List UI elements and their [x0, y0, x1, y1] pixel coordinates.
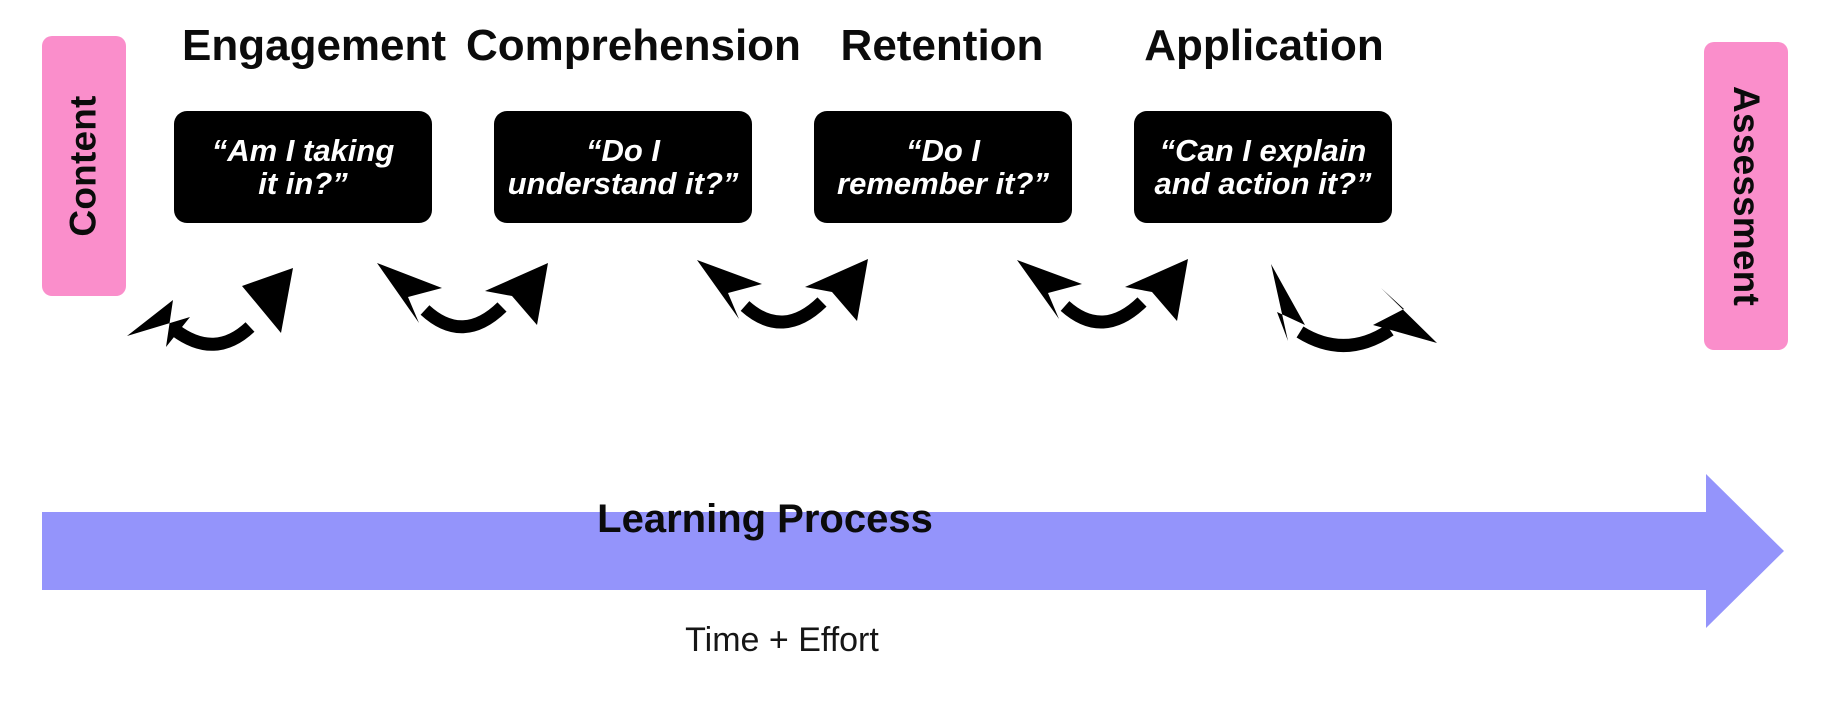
stage-title-engagement: Engagement	[182, 21, 447, 70]
stage-title-comprehension: Comprehension	[466, 21, 801, 70]
feedback-arrow-application-to-assessment	[1271, 264, 1437, 352]
question-text-application: “Can I explain and action it?”	[1154, 132, 1372, 201]
rail-content-label: Content	[63, 95, 104, 237]
feedback-arrow-engagement-to-comprehension	[377, 263, 548, 334]
feedback-arrow-retention-to-application	[1017, 259, 1188, 329]
question-text-comprehension: “Do I understand it?”	[507, 132, 739, 201]
question-card-comprehension: “Do I understand it?”	[494, 111, 752, 223]
process-arrow-shape	[42, 474, 1784, 628]
stage-title-retention: Retention	[840, 21, 1044, 70]
feedback-arrow-comprehension-to-retention	[697, 259, 868, 329]
time-effort-text: Time + Effort	[685, 621, 879, 659]
rail-assessment-label: Assessment	[1726, 85, 1768, 307]
question-card-engagement: “Am I taking it in?”	[174, 111, 432, 223]
rail-assessment: Assessment	[1704, 42, 1788, 350]
rail-content: Content	[42, 36, 126, 296]
question-card-application: “Can I explain and action it?”	[1134, 111, 1392, 223]
question-text-retention: “Do I remember it?”	[837, 132, 1049, 201]
time-effort-caption: Time + Effort	[0, 621, 1830, 660]
question-text-engagement: “Am I taking it in?”	[211, 132, 395, 201]
question-card-retention: “Do I remember it?”	[814, 111, 1072, 223]
learning-process-arrow	[42, 474, 1784, 628]
stage-title-application: Application	[1144, 21, 1384, 70]
feedback-arrow-content-to-engagement	[127, 268, 293, 351]
